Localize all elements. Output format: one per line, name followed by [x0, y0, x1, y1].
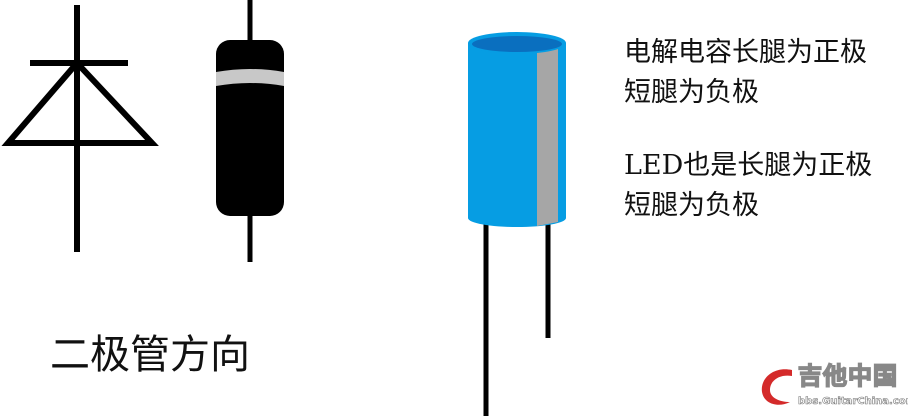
negative-stripe	[537, 47, 558, 226]
capacitor-note-line1: 电解电容长腿为正极	[624, 37, 867, 68]
led-note-line2: 短腿为负极	[624, 190, 759, 221]
watermark-logo: 吉他中国 bbs.GuitarChina.com	[756, 361, 908, 418]
diode-component	[216, 0, 284, 262]
dragon-icon	[761, 369, 792, 405]
watermark-en: bbs.GuitarChina.com	[798, 396, 908, 408]
cathode-band	[216, 69, 284, 86]
led-note-line1: LED也是长腿为正极	[624, 150, 873, 181]
diode-direction-title: 二极管方向	[50, 332, 250, 378]
electrolytic-capacitor	[468, 32, 566, 416]
diode-symbol	[1, 5, 159, 252]
watermark-cn: 吉他中国	[797, 361, 898, 391]
capacitor-note-line2: 短腿为负极	[624, 77, 759, 108]
